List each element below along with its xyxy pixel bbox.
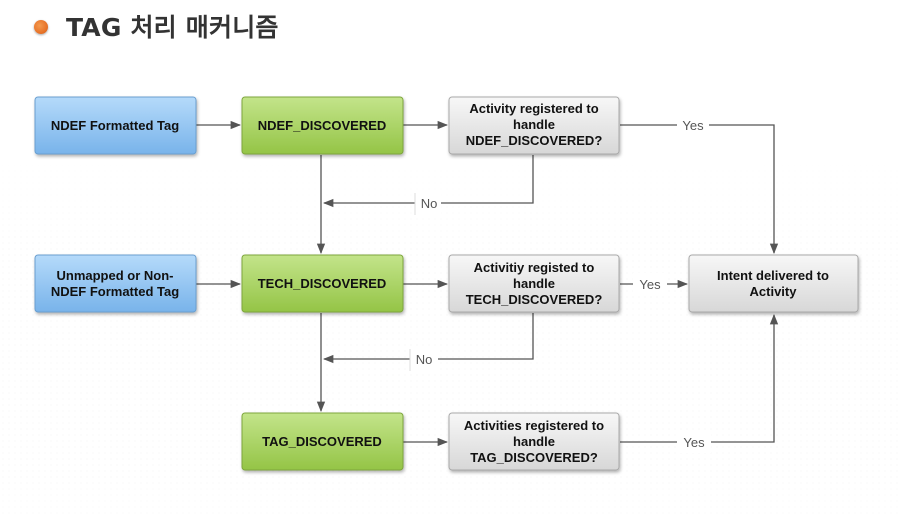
- title-row: TAG 처리 매커니즘: [34, 8, 279, 44]
- node-intent-delivered: Intent delivered to Activity: [688, 254, 859, 313]
- node-label: NDEF_DISCOVERED: [258, 118, 387, 133]
- edge-ndef-yes: [620, 124, 779, 255]
- edge-label-ndef-yes: Yes: [682, 118, 704, 133]
- node-label-line3: TAG_DISCOVERED?: [470, 450, 598, 465]
- node-label-line2: handle: [513, 276, 555, 291]
- node-tag-discovered: TAG_DISCOVERED: [241, 412, 404, 471]
- node-ndef-formatted-tag: NDEF Formatted Tag: [34, 96, 197, 155]
- edge-labels: Yes No Yes No Yes: [409, 114, 711, 453]
- node-label-line1: Activitiy registed to: [474, 260, 595, 275]
- edge-label-ndef-no: No: [421, 196, 438, 211]
- edges: [196, 120, 779, 447]
- edge-tag-yes: [620, 313, 779, 443]
- edge-label-tech-yes: Yes: [639, 277, 661, 292]
- node-tech-question: Activitiy registed to handle TECH_DISCOV…: [448, 254, 620, 313]
- edge-label-tag-yes: Yes: [683, 435, 705, 450]
- node-label-line3: TECH_DISCOVERED?: [466, 292, 603, 307]
- node-label-line2: handle: [513, 434, 555, 449]
- edge-label-tech-no: No: [416, 352, 433, 367]
- node-label-line2: Activity: [750, 284, 798, 299]
- node-label-line2: NDEF Formatted Tag: [51, 284, 179, 299]
- node-tag-question: Activities registered to handle TAG_DISC…: [448, 412, 620, 471]
- node-label-line3: NDEF_DISCOVERED?: [466, 133, 603, 148]
- orange-bullet-icon: [34, 20, 48, 34]
- node-label-line1: Activity registered to: [469, 101, 598, 116]
- node-unmapped-tag: Unmapped or Non- NDEF Formatted Tag: [34, 254, 197, 313]
- node-tech-discovered: TECH_DISCOVERED: [241, 254, 404, 313]
- node-label-line1: Unmapped or Non-: [57, 268, 174, 283]
- node-label-line1: Intent delivered to: [717, 268, 829, 283]
- node-label-line2: handle: [513, 117, 555, 132]
- node-label: NDEF Formatted Tag: [51, 118, 179, 133]
- edge-ndef-no: [322, 155, 534, 208]
- node-label: TECH_DISCOVERED: [258, 276, 387, 291]
- page-title: TAG 처리 매커니즘: [66, 13, 279, 42]
- edge-tech-no: [322, 313, 534, 364]
- node-ndef-question: Activity registered to handle NDEF_DISCO…: [448, 96, 620, 155]
- node-label: TAG_DISCOVERED: [262, 434, 382, 449]
- node-label-line1: Activities registered to: [464, 418, 604, 433]
- node-ndef-discovered: NDEF_DISCOVERED: [241, 96, 404, 155]
